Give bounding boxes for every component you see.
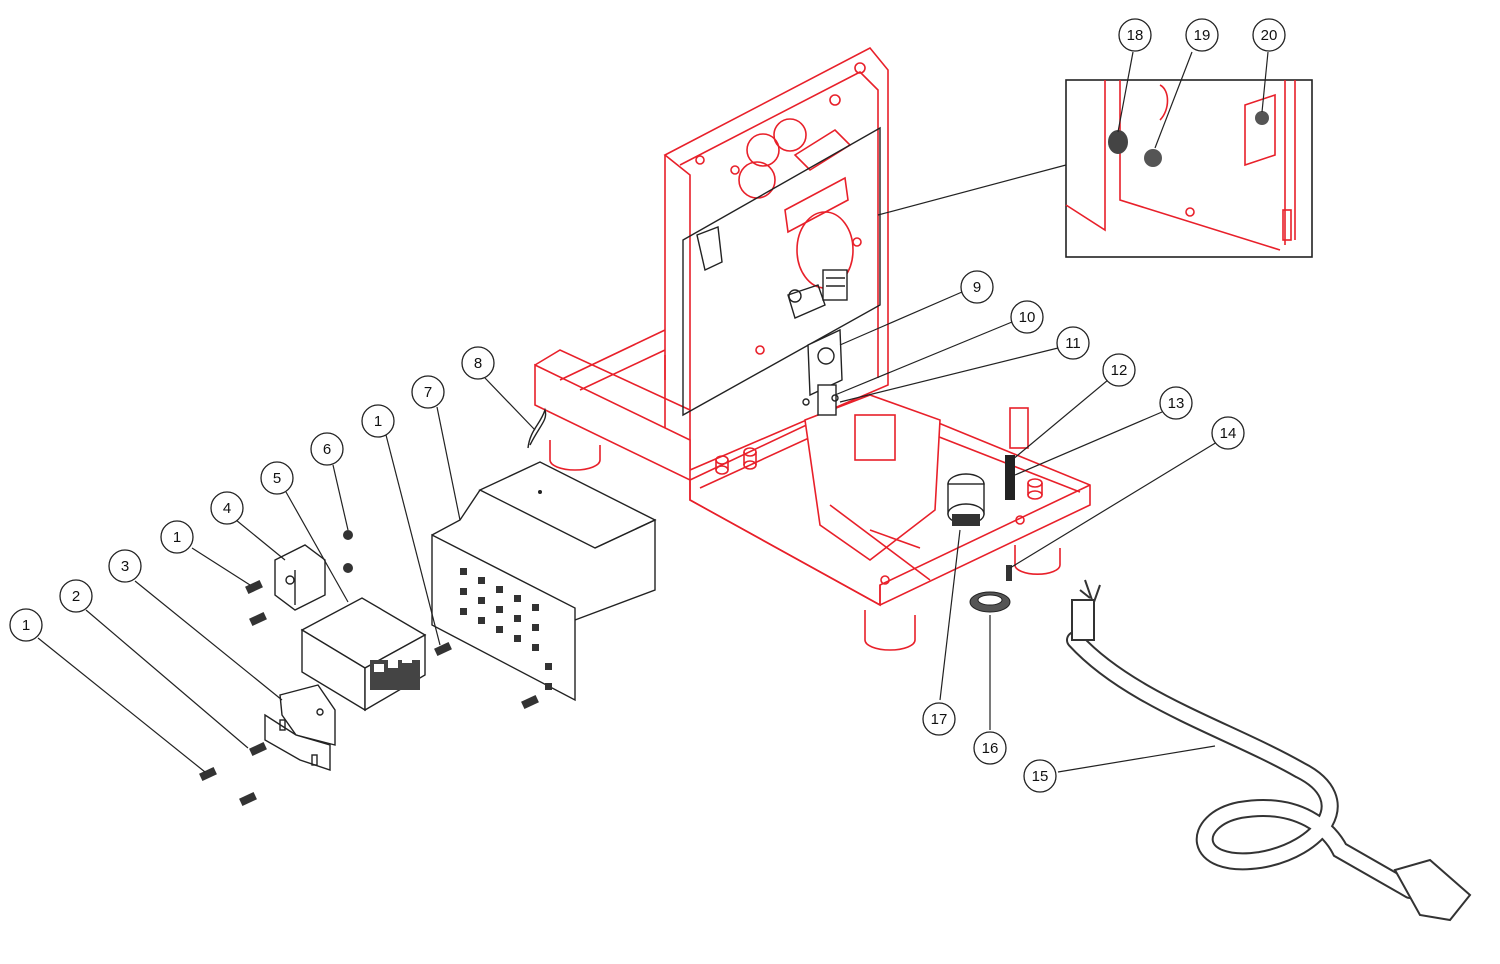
callout-label: 1: [173, 529, 181, 546]
callout-10: 10: [1010, 300, 1044, 334]
part-16-nut: [969, 591, 1011, 613]
callout-15: 15: [1023, 759, 1057, 793]
callout-label: 4: [223, 500, 231, 517]
callout-19: 19: [1185, 18, 1219, 52]
part-17-cable-gland: [947, 473, 985, 526]
part-7-cover: [431, 461, 657, 702]
callout-label: 3: [121, 558, 129, 575]
callout-label: 1: [22, 617, 30, 634]
callout-label: 15: [1032, 768, 1049, 785]
callout-label: 6: [323, 441, 331, 458]
callout-12: 12: [1102, 353, 1136, 387]
callout-label: 2: [72, 588, 80, 605]
callout-label: 8: [474, 355, 482, 372]
control-board: [682, 126, 881, 417]
leader-lines: [37, 51, 1269, 773]
callout-label: 17: [931, 711, 948, 728]
callout-label: 9: [973, 279, 981, 296]
callout-label: 11: [1065, 335, 1081, 352]
part-3-bracket: [264, 684, 336, 771]
callout-label: 14: [1220, 425, 1237, 442]
callout-2: 2: [59, 579, 93, 613]
callout-13: 13: [1159, 386, 1193, 420]
callout-9: 9: [960, 270, 994, 304]
part-14-screw: [1006, 565, 1012, 581]
callout-5: 5: [260, 461, 294, 495]
part-5-relay: [300, 597, 427, 712]
callout-4: 4: [210, 491, 244, 525]
callout-label: 16: [982, 740, 999, 757]
callout-18: 18: [1118, 18, 1152, 52]
callout-3: 3: [108, 549, 142, 583]
callout-label: 10: [1019, 309, 1036, 326]
callout-label: 13: [1168, 395, 1185, 412]
detail-inset: [1065, 79, 1313, 258]
callout-label: 12: [1111, 362, 1128, 379]
part-15-power-cable: [1066, 579, 1472, 922]
callout-17: 17: [922, 702, 956, 736]
callout-16: 16: [973, 731, 1007, 765]
callout-1: 1: [361, 404, 395, 438]
callout-14: 14: [1211, 416, 1245, 450]
callout-1: 1: [9, 608, 43, 642]
callout-label: 5: [273, 470, 281, 487]
callout-7: 7: [411, 375, 445, 409]
screws: [199, 530, 539, 807]
part-13-standoff: [1005, 455, 1015, 500]
callout-6: 6: [310, 432, 344, 466]
callout-label: 18: [1127, 27, 1144, 44]
callout-8: 8: [461, 346, 495, 380]
callout-label: 19: [1194, 27, 1211, 44]
part-9-bracket: [802, 328, 843, 416]
part-4-terminal-block: [274, 544, 326, 611]
callouts: 1 2 3 1 4 5 6 1 7 8 9 10 11 12 13 14 15 …: [9, 18, 1286, 793]
callout-label: 7: [424, 384, 432, 401]
part-8-clip: [527, 407, 547, 449]
callout-11: 11: [1056, 326, 1090, 360]
callout-label: 20: [1261, 27, 1278, 44]
callout-label: 1: [374, 413, 382, 430]
callout-1: 1: [160, 520, 194, 554]
callout-20: 20: [1252, 18, 1286, 52]
housing-frame: [534, 46, 1091, 651]
